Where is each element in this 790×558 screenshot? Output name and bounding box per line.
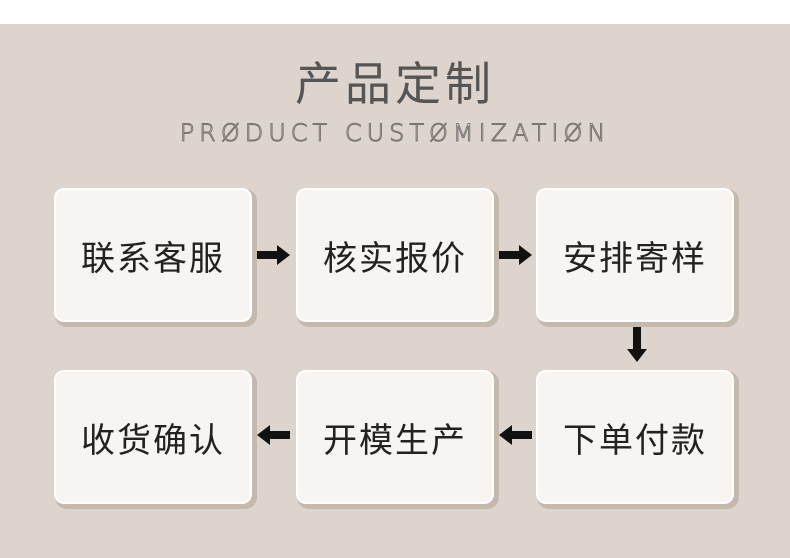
page-title: 产品定制: [295, 57, 495, 111]
step-box-contact-service: 联系客服: [56, 190, 250, 320]
arrow-right-icon: [499, 245, 532, 265]
step-label: 开模生产: [323, 420, 467, 461]
page-subtitle: PRØDUCT CUSTØMIZATIØN: [179, 119, 611, 148]
step-box-verify-quote: 核实报价: [298, 190, 492, 320]
step-box-receipt-confirm: 收货确认: [56, 372, 250, 502]
step-box-place-order: 下单付款: [538, 372, 732, 502]
arrow-left-icon: [499, 425, 532, 445]
step-box-arrange-sample: 安排寄样: [538, 190, 732, 320]
step-label: 收货确认: [81, 420, 225, 461]
arrow-right-icon: [257, 245, 290, 265]
step-label: 安排寄样: [563, 238, 707, 279]
arrow-left-icon: [257, 425, 290, 445]
step-box-mold-production: 开模生产: [298, 372, 492, 502]
step-label: 核实报价: [323, 238, 467, 279]
step-label: 联系客服: [81, 238, 225, 279]
step-label: 下单付款: [563, 420, 707, 461]
arrow-down-icon: [627, 327, 647, 362]
